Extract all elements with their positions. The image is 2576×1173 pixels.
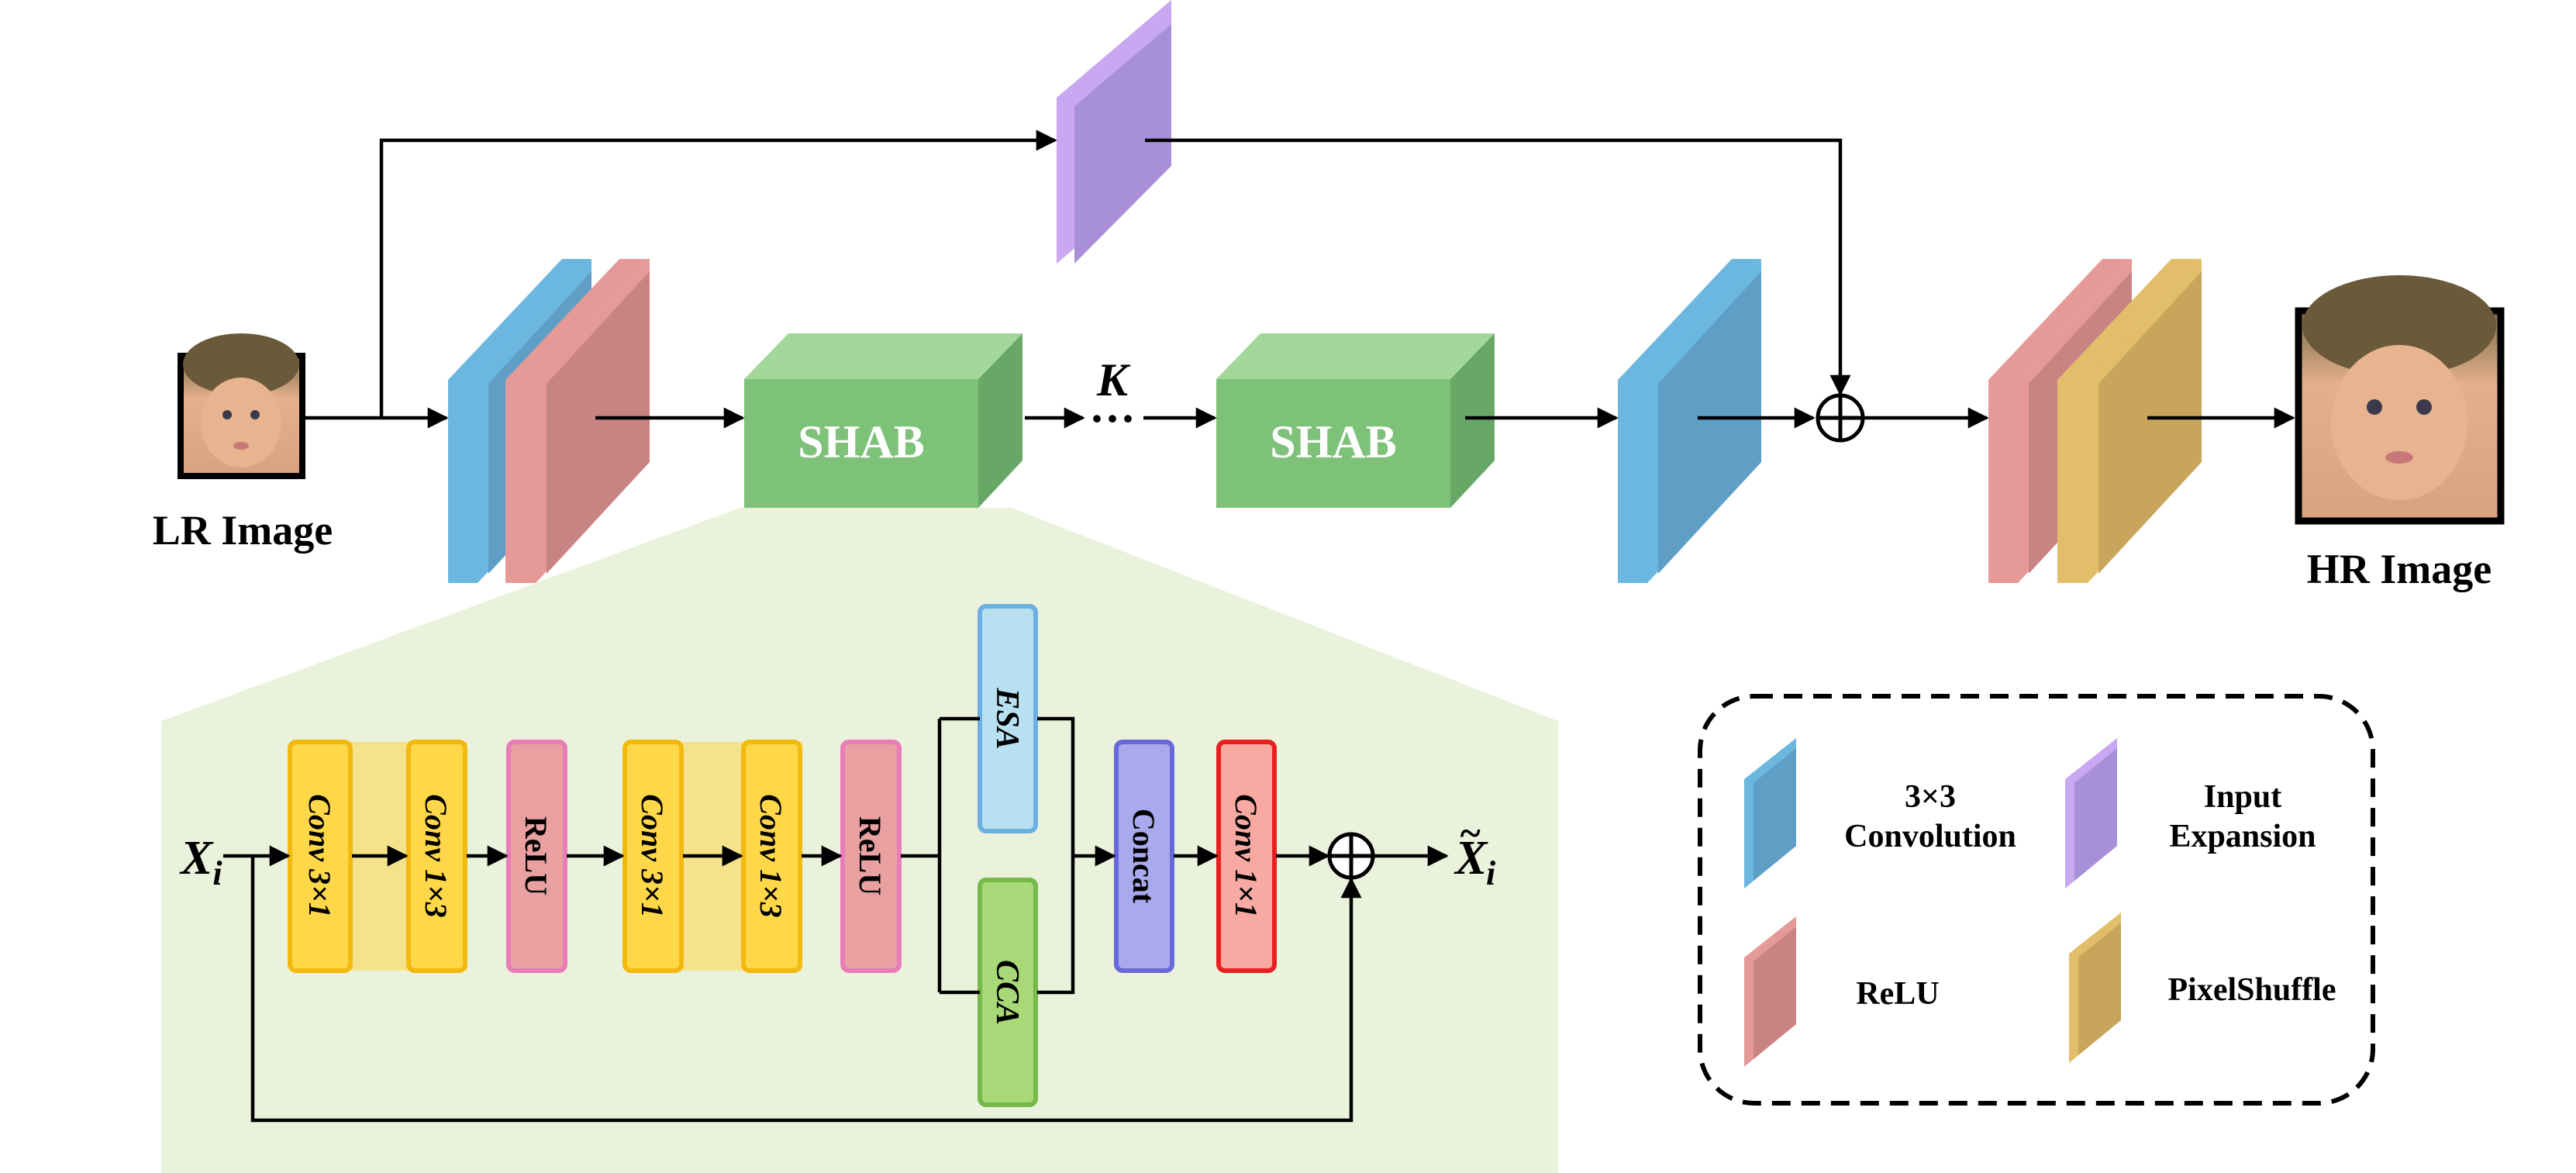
layer-conv1x1: Conv 1×1 <box>1216 740 1277 973</box>
add-node-detail <box>1327 832 1375 880</box>
layer-relu-a: ReLU <box>506 740 567 973</box>
arrow-expansion-to-add <box>1145 138 1851 396</box>
input-expansion-layer <box>1057 0 1171 264</box>
output-tilde: ~ <box>1459 811 1481 854</box>
legend-label-conv3x3-1: 3×3 <box>1905 779 1956 815</box>
legend-label-conv3x3-2: Convolution <box>1844 819 2016 854</box>
input-x-label: Xi <box>179 832 222 892</box>
legend-label-pixelshuffle: PixelShuffle <box>2168 972 2336 1008</box>
legend-box <box>1698 694 2375 1106</box>
output-x-tilde-label: X ~ i <box>1454 811 1496 892</box>
branch-cca-label: CCA <box>989 960 1025 1025</box>
shab-block-1: SHAB <box>744 333 1022 508</box>
layer-conv1x3-a-label: Conv 1×3 <box>419 794 453 917</box>
legend-icon-conv3x3 <box>1744 738 1796 888</box>
shab-block-2: SHAB <box>1216 333 1495 508</box>
head-relu-layer <box>505 259 650 583</box>
output-x-sub: i <box>1486 854 1496 892</box>
repeat-ellipsis: ··· <box>1089 393 1136 444</box>
layer-conv1x3-a: Conv 1×3 <box>406 740 467 973</box>
shab-label-1: SHAB <box>798 416 924 467</box>
legend-label-input-expansion-2: Expansion <box>2169 819 2316 854</box>
arrow-residual-skip <box>250 856 1362 1123</box>
output-x-var: X <box>1454 832 1488 885</box>
arrow-skip-to-expansion <box>379 129 1057 418</box>
branch-esa: ESA <box>978 604 1038 833</box>
layer-relu-b-label: ReLU <box>853 816 888 895</box>
layer-relu-b: ReLU <box>840 740 902 973</box>
layer-conv3x1-b: Conv 3×1 <box>622 740 684 973</box>
lr-image <box>178 333 305 479</box>
legend-label-relu: ReLU <box>1856 976 1939 1012</box>
hr-image <box>2295 275 2505 525</box>
lr-image-label: LR Image <box>153 507 333 554</box>
add-node-main <box>1816 393 1865 443</box>
layer-conv3x1-a-label: Conv 3×1 <box>302 794 337 917</box>
layer-conv1x3-b: Conv 1×3 <box>741 740 802 973</box>
layer-conv1x3-b-label: Conv 1×3 <box>753 794 788 917</box>
hr-image-label: HR Image <box>2307 546 2492 592</box>
layer-concat: Concat <box>1114 740 1174 973</box>
legend-label-input-expansion-1: Input <box>2204 779 2281 815</box>
tail-conv-layer <box>1618 259 1761 583</box>
pixelshuffle-layer <box>2057 259 2202 583</box>
legend-icon-input-expansion <box>2065 738 2117 888</box>
layer-conv3x1-b-label: Conv 3×1 <box>635 794 670 917</box>
layer-relu-a-label: ReLU <box>519 816 553 895</box>
shab-label-2: SHAB <box>1270 416 1396 467</box>
layer-conv1x1-label: Conv 1×1 <box>1229 794 1264 917</box>
legend-icon-relu <box>1744 916 1796 1067</box>
branch-esa-label: ESA <box>989 687 1025 749</box>
repeat-k-label: K <box>1096 354 1131 405</box>
branch-cca: CCA <box>978 878 1038 1107</box>
layer-conv3x1-a: Conv 3×1 <box>288 740 353 973</box>
layer-concat-label: Concat <box>1126 809 1161 904</box>
legend-icon-pixelshuffle <box>2069 913 2121 1063</box>
